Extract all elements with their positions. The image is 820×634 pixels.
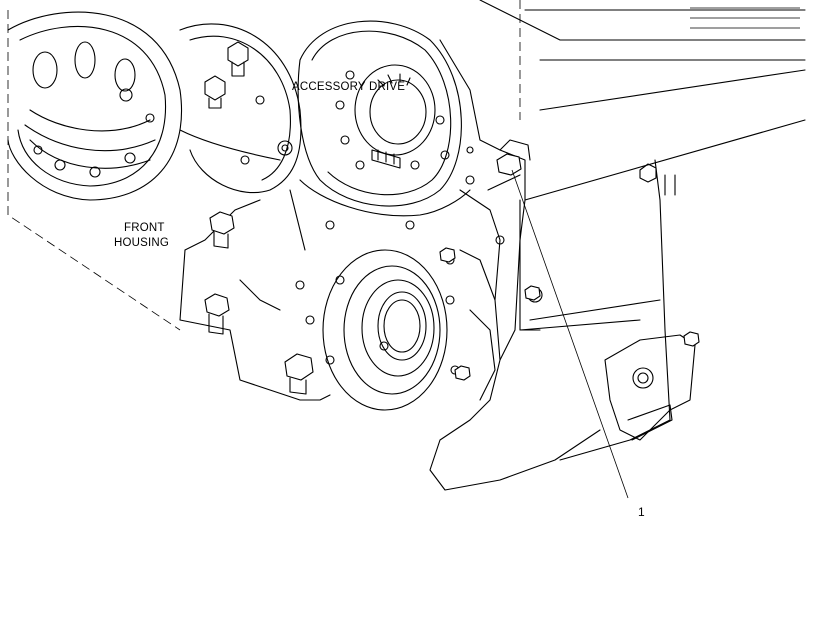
mount-bracket: [604, 163, 700, 441]
front-housing-body: [179, 39, 601, 491]
front-housing-label-line1: FRONT: [124, 222, 165, 234]
accessory-drive-label: ACCESSORY DRIVE: [292, 81, 405, 93]
front-housing-label-line2: HOUSING: [114, 237, 169, 249]
left-gear-disk: [7, 11, 182, 201]
crankshaft-seal-disk: [322, 249, 460, 411]
idler-plate: [179, 23, 302, 194]
callout-bolt: [487, 139, 531, 191]
callout-leader-line: [511, 169, 629, 499]
accessory-drive-disk: [297, 20, 462, 207]
housing-bolts: [204, 211, 541, 395]
callout-number-1: 1: [638, 505, 645, 519]
